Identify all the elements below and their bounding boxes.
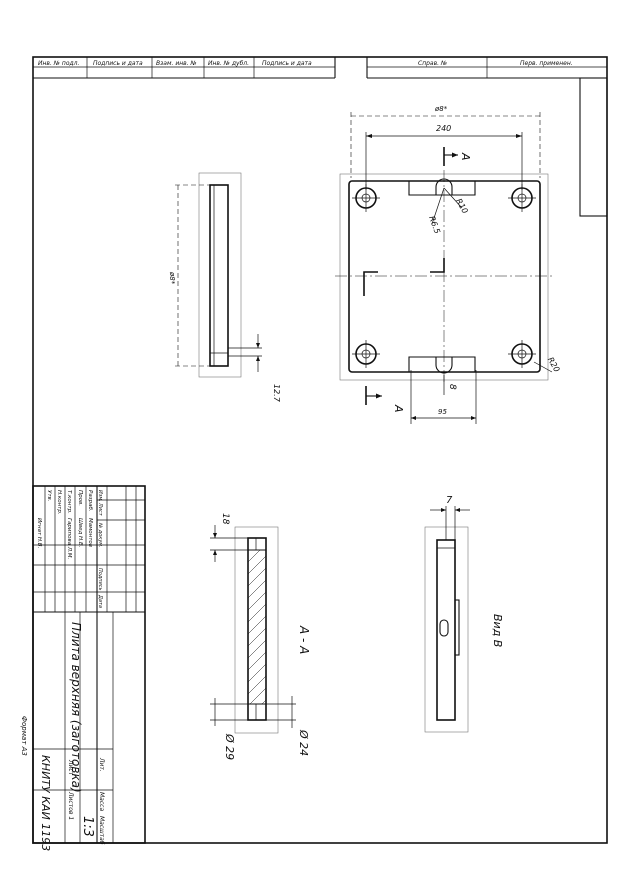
tb-col-lit: Лит. — [98, 757, 105, 772]
tb-name-1: Мамонтов — [87, 518, 93, 547]
header-cell-6: Справ. № — [418, 60, 447, 67]
dim-7: 7 — [446, 495, 453, 506]
plan-view: ø8* 240 А А R10 R6.5 R20 8 95 — [335, 105, 561, 424]
dim-r10: R10 — [454, 197, 470, 215]
tb-name-3: Гарипова Л.М. — [66, 518, 72, 559]
tb-col-list: Лист — [97, 502, 103, 517]
tb-scale: 1:3 — [80, 816, 95, 837]
view-b: 7 Вид В — [424, 495, 504, 733]
header-cell-3: Взам. инв. № — [156, 60, 197, 67]
header-cell-4: Инв. № дубл. — [208, 60, 249, 67]
dim-dia-29: Ø 29 — [223, 733, 236, 760]
header-cell-2: Подпись и дата — [93, 60, 143, 67]
corner-hole-br — [508, 340, 536, 368]
tb-role-5: Утв. — [46, 490, 52, 502]
section-view: 18 Ø 29 Ø 24 А - А — [210, 513, 311, 760]
tb-org: КНИТУ КАИ 1193 — [39, 755, 52, 851]
dim-dia-24: Ø 24 — [297, 729, 310, 756]
tb-name-4: Игнат Н.В. — [36, 518, 42, 549]
tb-sheet: Лист — [67, 759, 74, 776]
tb-role-2: Пров. — [77, 490, 83, 506]
title-block: Разраб. Пров. Т.контр. Н.контр. Утв. Изм… — [32, 485, 146, 851]
tb-col-scale: Масштаб — [98, 816, 105, 845]
dim-overall-top: ø8* — [434, 105, 448, 113]
section-hatching — [248, 550, 266, 704]
section-label: А - А — [297, 625, 311, 654]
tb-role-3: Т.контр. — [66, 490, 72, 514]
dim-thickness-18: 18 — [220, 513, 230, 525]
sheet-frame — [32, 56, 608, 844]
tb-role-1: Разраб. — [87, 490, 93, 512]
header-cell-7: Перв. применен. — [520, 60, 573, 67]
tb-sheets: Листов 1 — [67, 791, 74, 820]
dim-8: 8 — [447, 384, 457, 390]
tb-col-date: Дата — [97, 594, 103, 608]
tb-role-4: Н.контр. — [56, 490, 62, 515]
dim-r6-5: R6.5 — [427, 215, 442, 235]
section-arrow-top-label: А — [459, 152, 472, 161]
format-label: Формат А3 — [20, 716, 28, 756]
header-strip: Инв. № подл. Подпись и дата Взам. инв. №… — [33, 57, 607, 79]
corner-hole-bl — [352, 340, 380, 368]
header-cell-1: Инв. № подл. — [38, 60, 79, 67]
tb-name-2: Швед Н.В. — [77, 518, 83, 548]
tb-col-izm: Изм. — [97, 490, 103, 502]
tb-col-mass: Масса — [98, 792, 105, 811]
header-cell-5: Подпись и дата — [262, 60, 312, 67]
tb-col-sign: Подпись — [97, 568, 103, 591]
tb-part-title: Плита верхняя (заготовка) — [69, 622, 83, 793]
right-tab — [579, 77, 608, 217]
dim-side-small: 12.7 — [272, 384, 281, 403]
view-b-label: Вид В — [491, 614, 504, 647]
section-arrow-bottom-label: А — [392, 404, 405, 413]
side-view: ø8* 12.7 — [168, 172, 281, 403]
tb-col-doc: № докум. — [97, 522, 103, 548]
dim-95: 95 — [438, 408, 447, 416]
dim-width: 240 — [436, 124, 451, 133]
dim-side-length: ø8* — [168, 271, 176, 285]
